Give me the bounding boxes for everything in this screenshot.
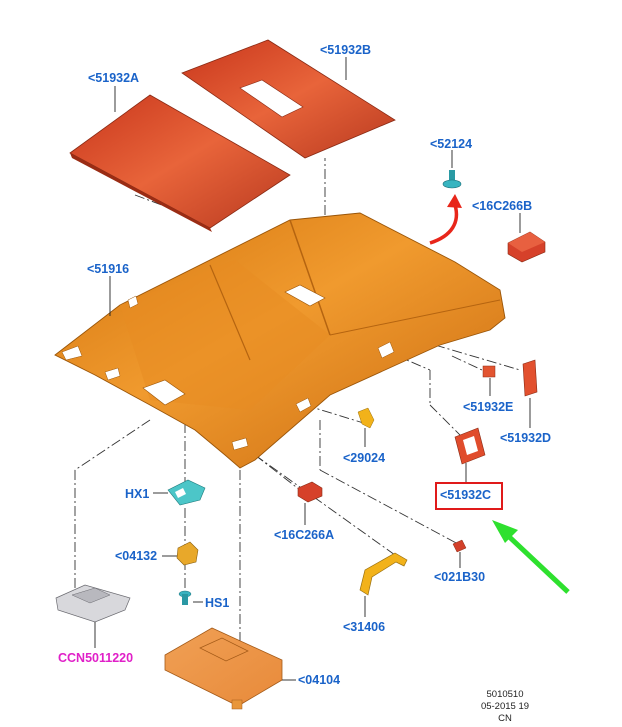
part-04132 [176, 541, 199, 566]
label-HX1: HX1 [125, 487, 150, 501]
label-CCN5011220: CCN5011220 [58, 651, 134, 665]
console-CCN5011220 [55, 584, 131, 623]
label-51932C: <51932C [440, 488, 492, 502]
red-arrow [429, 194, 462, 245]
label-04104: <04104 [298, 673, 341, 687]
label-29024: <29024 [343, 451, 386, 465]
label-51916: <51916 [87, 262, 130, 276]
label-HS1: HS1 [205, 596, 230, 610]
part-51932C [454, 427, 486, 465]
roof-panel-51932B [181, 39, 396, 159]
label-04132: <04132 [115, 549, 158, 563]
label-16C266A: <16C266A [274, 528, 335, 542]
sun-visor-04104 [164, 627, 283, 710]
label-51932B: <51932B [320, 43, 372, 57]
grab-handle-31406 [359, 552, 408, 596]
part-16C266A [297, 481, 323, 503]
bracket-HX1 [167, 479, 206, 506]
label-leaders [94, 57, 531, 681]
footer-ref: 5010510 [486, 689, 524, 700]
part-021B30 [452, 539, 467, 553]
green-arrow [492, 520, 570, 594]
headliner-51916 [54, 212, 506, 469]
part-51932D [522, 359, 538, 397]
label-31406: <31406 [343, 620, 386, 634]
footer-date: 05-2015 19 [480, 701, 530, 712]
part-51932E [482, 365, 496, 378]
highlight-box [435, 482, 503, 510]
roof-panel-51932A [69, 94, 291, 232]
label-021B30: <021B30 [434, 570, 486, 584]
clip-52124 [442, 170, 462, 189]
clip-29024 [357, 407, 375, 429]
label-51932E: <51932E [463, 400, 514, 414]
label-51932A: <51932A [88, 71, 140, 85]
label-16C266B: <16C266B [472, 199, 533, 213]
part-16C266B [507, 231, 546, 263]
label-52124: <52124 [430, 137, 473, 151]
screw-HS1 [178, 590, 192, 605]
label-51932D: <51932D [500, 431, 552, 445]
footer-region: CN [498, 713, 512, 724]
